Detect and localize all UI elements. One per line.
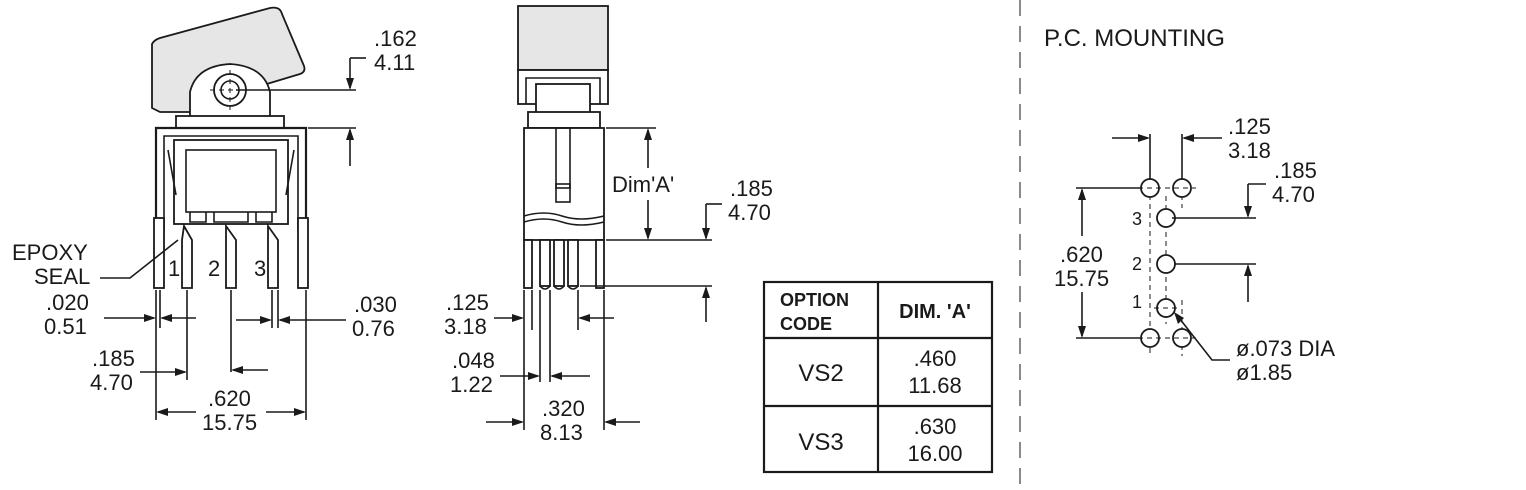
table-header-option: OPTION bbox=[780, 290, 849, 310]
pc-pin-1-label: 1 bbox=[1132, 292, 1142, 312]
pc-pin-3-label: 3 bbox=[1132, 209, 1142, 229]
table-row-inch: .630 bbox=[914, 414, 957, 439]
width-dim-inch: .620 bbox=[208, 386, 251, 411]
table-header-code: CODE bbox=[780, 314, 832, 334]
pc-620-inch: .620 bbox=[1060, 242, 1103, 267]
pc-pin-2-label: 2 bbox=[1132, 254, 1142, 274]
table-header-dim: DIM. 'A' bbox=[899, 301, 971, 323]
side-048-mm: 1.22 bbox=[450, 372, 493, 397]
pc-620-mm: 15.75 bbox=[1054, 266, 1109, 291]
top-dim-mm: 4.11 bbox=[374, 50, 415, 75]
pin-1-label: 1 bbox=[168, 256, 180, 281]
pin-2-label: 2 bbox=[208, 256, 220, 281]
side-185-mm: 4.70 bbox=[728, 200, 771, 225]
pc-185-mm: 4.70 bbox=[1272, 182, 1315, 207]
table-row-code: VS2 bbox=[798, 360, 843, 387]
epoxy-label-1: EPOXY bbox=[12, 240, 88, 265]
pc-185-inch: .185 bbox=[1274, 158, 1317, 183]
side-actuator bbox=[517, 5, 609, 71]
dim-a-label: Dim'A' bbox=[612, 172, 674, 197]
terminal-3 bbox=[267, 223, 279, 289]
epoxy-label-2: SEAL bbox=[34, 264, 90, 289]
pc-125-mm: 3.18 bbox=[1228, 138, 1271, 163]
left-mounting-leg bbox=[153, 217, 165, 289]
table-row-code: VS3 bbox=[798, 429, 843, 456]
hole-dia-inch: ø.073 DIA bbox=[1236, 336, 1335, 361]
side-view: Dim'A' .185 4.70 .125 3.18 .048 1.22 bbox=[444, 5, 773, 445]
hole-dia-mm: ø1.85 bbox=[1236, 360, 1292, 385]
side-125-inch: .125 bbox=[446, 290, 489, 315]
table-row-mm: 11.68 bbox=[908, 373, 961, 398]
right-mounting-leg bbox=[297, 217, 309, 289]
terminal-2 bbox=[225, 223, 237, 289]
side-320-mm: 8.13 bbox=[540, 420, 583, 445]
table-row-mm: 16.00 bbox=[907, 441, 962, 466]
rocker-actuator bbox=[151, 6, 306, 113]
pc-mounting-view: P.C. MOUNTING .125 3.18 bbox=[1044, 25, 1335, 385]
side-125-mm: 3.18 bbox=[444, 314, 487, 339]
width-dim-mm: 15.75 bbox=[202, 410, 257, 435]
terminal-1 bbox=[181, 223, 193, 289]
pin-hole-2 bbox=[1156, 254, 1176, 274]
side-048-inch: .048 bbox=[452, 348, 495, 373]
table-row-inch: .460 bbox=[914, 346, 957, 371]
front-view: EPOXY SEAL 1 2 3 .162 4.11 .020 0.51 bbox=[12, 6, 417, 435]
right-dim-mm: 0.76 bbox=[352, 316, 395, 341]
option-table: OPTION CODE DIM. 'A' VS2 .460 11.68 VS3 … bbox=[762, 280, 994, 474]
switch-frame bbox=[154, 126, 308, 230]
right-dim-inch: .030 bbox=[354, 292, 397, 317]
pc-125-inch: .125 bbox=[1228, 114, 1271, 139]
left-dim-mm: 0.51 bbox=[44, 314, 87, 339]
switch-housing bbox=[173, 139, 289, 225]
side-185-inch: .185 bbox=[730, 176, 773, 201]
top-dim-inch: .162 bbox=[374, 26, 417, 51]
pitch-dim-inch: .185 bbox=[92, 346, 135, 371]
mount-hole bbox=[1172, 328, 1192, 348]
pin-3-label: 3 bbox=[254, 256, 266, 281]
side-320-inch: .320 bbox=[542, 396, 585, 421]
left-dim-inch: .020 bbox=[46, 290, 89, 315]
pitch-dim-mm: 4.70 bbox=[90, 370, 133, 395]
pc-mounting-title: P.C. MOUNTING bbox=[1044, 25, 1225, 52]
